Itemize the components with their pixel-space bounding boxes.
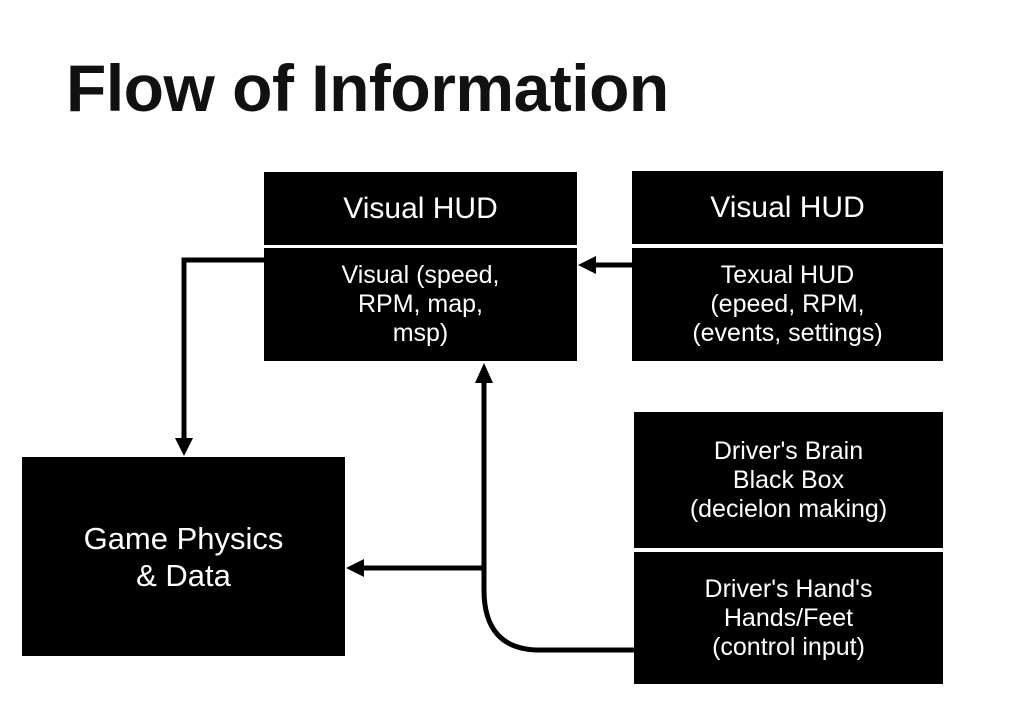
drivers-hands-box: Driver's Hand's Hands/Feet (control inpu… bbox=[634, 552, 943, 684]
drivers-hands-label: Driver's Hand's Hands/Feet (control inpu… bbox=[704, 574, 873, 661]
game-physics-label: Game Physics & Data bbox=[83, 520, 284, 593]
arrow-drivers-hands-to-visual-hud bbox=[475, 363, 634, 653]
drivers-brain-box: Driver's Brain Black Box (decielon makin… bbox=[634, 412, 943, 548]
textual-hud-body-label: Texual HUD (epeed, RPM, (events, setting… bbox=[692, 261, 883, 347]
visual-hud-header: Visual HUD bbox=[264, 172, 577, 245]
arrow-visual-hud-to-game-physics bbox=[175, 257, 264, 456]
visual-hud-header-label: Visual HUD bbox=[343, 191, 498, 225]
textual-hud-header: Visual HUD bbox=[632, 171, 943, 244]
arrow-textual-to-visual-hud bbox=[578, 256, 632, 274]
arrow-branch-to-game-physics bbox=[346, 559, 484, 577]
textual-hud-body: Texual HUD (epeed, RPM, (events, setting… bbox=[632, 248, 943, 361]
visual-hud-body: Visual (speed, RPM, map, msp) bbox=[264, 248, 577, 361]
game-physics-box: Game Physics & Data bbox=[22, 457, 345, 656]
drivers-brain-label: Driver's Brain Black Box (decielon makin… bbox=[689, 436, 888, 523]
page-title: Flow of Information bbox=[66, 51, 669, 125]
visual-hud-body-label: Visual (speed, RPM, map, msp) bbox=[341, 261, 500, 347]
textual-hud-header-label: Visual HUD bbox=[710, 190, 865, 224]
